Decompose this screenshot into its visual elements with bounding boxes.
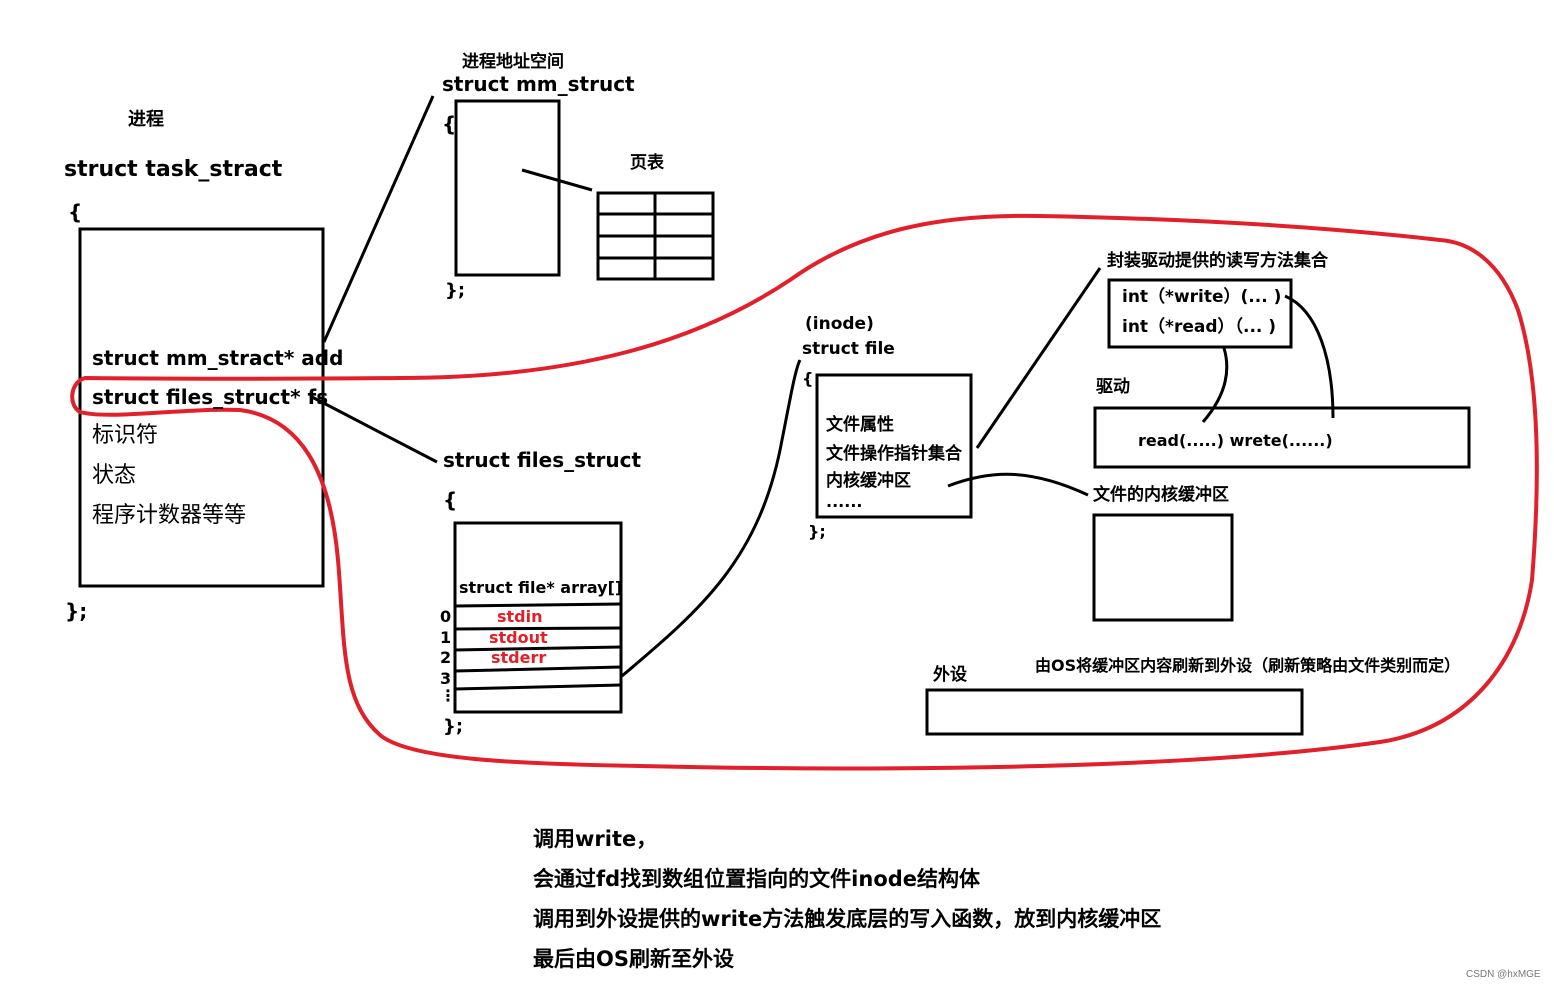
fd-index-3: 3 [440,669,452,688]
summary-line-2: 会通过fd找到数组位置指向的文件inode结构体 [533,867,981,891]
read-signature: int（*read）（... ) [1122,317,1277,337]
file-struct-header: struct file [802,339,895,359]
summary-line-4: 最后由OS刷新至外设 [533,947,734,971]
files-struct-open-brace: { [443,488,458,512]
page-table-label: 页表 [630,153,664,173]
process-title: 进程 [128,109,164,130]
task-struct-box [78,227,325,588]
file-kernel-buffer: 内核缓冲区 [826,471,911,491]
fd-entry-stderr: stderr [491,648,547,667]
inode-label: (inode) [805,314,874,334]
fd-to-file-connector [621,359,802,678]
fd-index-2: 2 [440,648,452,667]
file-attributes: 文件属性 [826,415,894,435]
field-program-counter: 程序计数器等等 [92,503,247,528]
driver-ops-box [1107,278,1293,349]
mm-title: 进程地址空间 [462,52,564,72]
read-link [1201,347,1229,423]
field-mm-pointer: struct mm_stract* add [92,346,344,370]
file-open-brace: { [802,369,814,388]
driver-methods: read(.....) wrete(......) [1138,431,1333,450]
fd-entry-stdin: stdin [497,607,543,626]
buffer-connector [947,472,1089,497]
mm-connector [322,95,435,343]
field-identifier: 标识符 [92,423,159,448]
task-struct-open-brace: { [68,200,83,224]
peripheral-box [925,688,1304,736]
mm-open-brace: { [442,112,457,136]
write-signature: int（*write）(... ) [1122,287,1282,307]
flush-note: 由OS将缓冲区内容刷新到外设（刷新策略由文件类别而定） [1035,656,1461,675]
peripheral-title: 外设 [933,665,967,685]
field-state: 状态 [92,463,137,488]
summary-line-3: 调用到外设提供的write方法触发底层的写入函数，放到内核缓冲区 [533,907,1162,931]
mm-struct-box [454,99,561,277]
kernel-buffer-title: 文件的内核缓冲区 [1093,485,1229,505]
watermark: CSDN @hxMGE [1466,969,1541,980]
driver-ops-title: 封装驱动提供的读写方法集合 [1107,251,1328,271]
file-ops-set: 文件操作指针集合 [826,444,962,464]
files-struct-header: struct files_struct [443,448,642,472]
ops-connector [975,267,1102,449]
task-struct-header: struct task_stract [64,157,283,182]
fd-entry-stdout: stdout [489,628,548,647]
fd-array-box [453,521,623,714]
files-struct-close-brace: }; [443,716,464,737]
kernel-buffer-box [1092,513,1234,622]
file-more: ...... [826,492,863,511]
driver-title: 驱动 [1096,377,1130,397]
write-link [1284,294,1335,419]
mm-struct-header: struct mm_struct [442,72,635,96]
summary-line-1: 调用write， [533,827,658,851]
page-table-connector [521,168,593,192]
files-connector [311,395,438,464]
field-files-pointer: struct files_struct* fs [92,385,329,409]
task-struct-close-brace: }; [65,599,88,623]
driver-box [1093,406,1471,469]
highlight-outline [70,213,1539,771]
mm-close-brace: }; [445,280,466,301]
struct-file-box [815,373,973,519]
fd-index-more: ⋮ [440,686,456,705]
fd-array-label: struct file* array[] [459,578,623,597]
fd-index-0: 0 [440,607,452,626]
file-close-brace: }; [808,522,826,541]
page-table-grid [596,191,715,281]
fd-index-1: 1 [440,628,452,647]
